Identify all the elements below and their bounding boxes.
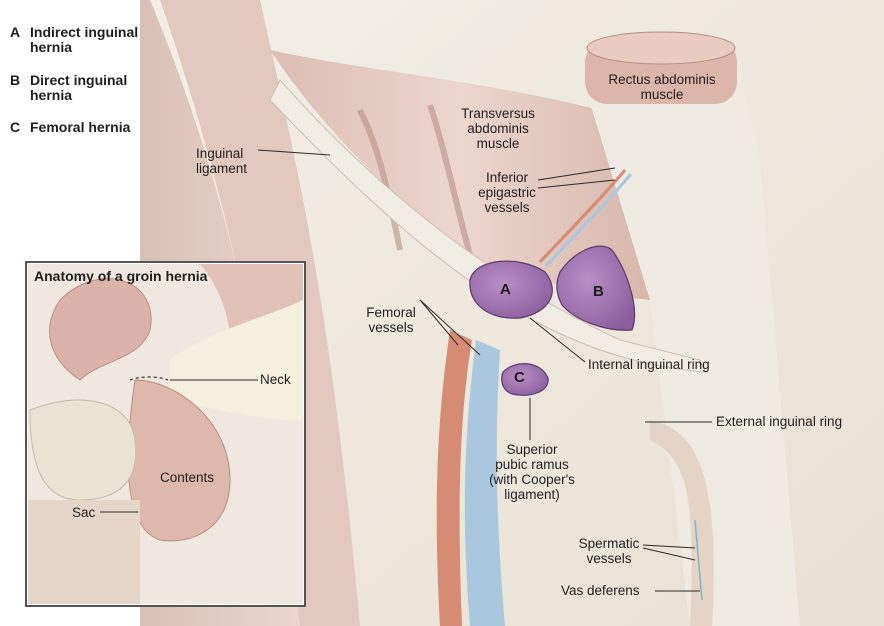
spermatic-cord	[650, 420, 714, 626]
hernia-b-direct	[556, 245, 636, 331]
inset-thigh	[28, 500, 140, 604]
inset-label-neck: Neck	[260, 372, 291, 387]
label-internal-inguinal-ring: Internal inguinal ring	[588, 357, 710, 372]
inset-title: Anatomy of a groin hernia	[34, 268, 208, 284]
label-external-inguinal-ring: External inguinal ring	[716, 414, 843, 429]
legend-text-a-line1: Indirect inguinal	[30, 24, 139, 40]
muscle-fold-1	[357, 108, 403, 251]
transversus-muscle	[270, 50, 650, 300]
hernia-a-indirect	[469, 260, 553, 319]
legend-text-c: Femoral hernia	[30, 119, 131, 135]
legend-key-a: A	[10, 24, 21, 40]
inset-label-contents: Contents	[160, 470, 215, 485]
legend-text-a-line2: hernia	[30, 39, 73, 55]
marker-c: C	[514, 369, 525, 386]
femoral-artery	[436, 330, 472, 626]
legend-text-b-line1: Direct inguinal	[30, 72, 128, 88]
label-vas-deferens: Vas deferens	[561, 583, 640, 598]
inset-hernia-sac	[127, 379, 231, 542]
legend-key-b: B	[10, 72, 21, 88]
inset-fat	[170, 300, 303, 420]
hernia-c-femoral	[501, 363, 549, 396]
inset-bowel	[49, 278, 152, 381]
legend-item-c: C Femoral hernia	[10, 120, 130, 135]
inguinal-ligament	[269, 79, 706, 373]
legend-key-c: C	[10, 119, 21, 135]
inset-pubic-bone	[29, 399, 137, 501]
muscle-fold-2	[427, 104, 473, 256]
rectus-sheath	[580, 70, 800, 626]
marker-b: B	[593, 283, 604, 300]
femoral-vein	[464, 340, 505, 626]
inset-label-sac: Sac	[72, 505, 96, 520]
legend-text-b-line2: hernia	[30, 87, 73, 103]
marker-a: A	[500, 281, 511, 298]
